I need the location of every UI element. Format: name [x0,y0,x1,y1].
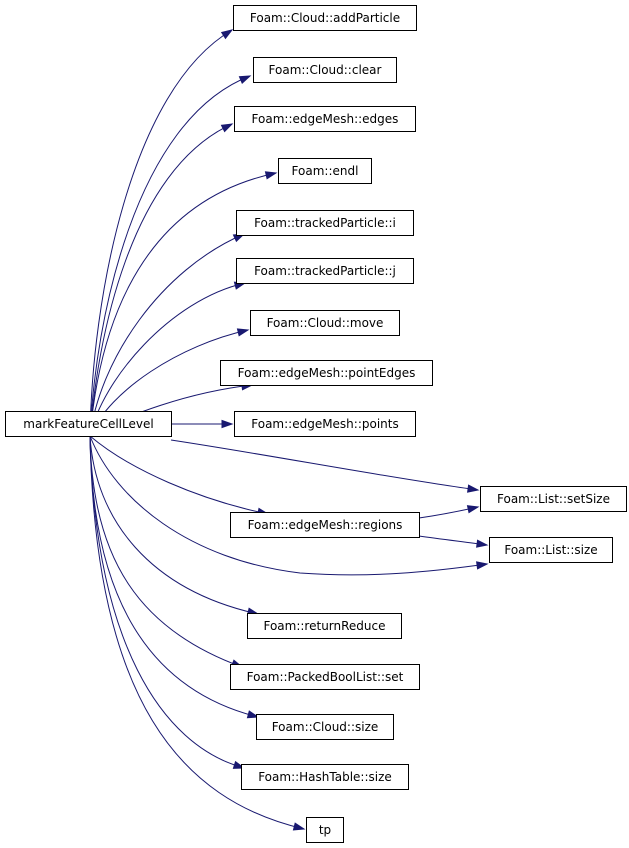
arrowhead [467,484,480,493]
node-cloudSize[interactable]: Foam::Cloud::size [256,714,394,740]
node-box [250,310,400,336]
arrowhead [476,561,489,570]
edge-root-to-cloudClear [89,75,252,437]
node-tp[interactable]: tp [306,817,344,843]
edge-line [89,435,243,668]
edge-regions-to-setSize [418,505,480,519]
node-label: Foam::Cloud::move [267,316,384,330]
node-box [247,613,402,639]
edge-root-to-endl [89,171,278,437]
node-points[interactable]: Foam::edgeMesh::points [234,411,416,437]
node-tpI[interactable]: Foam::trackedParticle::i [236,210,414,236]
node-box [253,57,397,83]
node-label: Foam::trackedParticle::i [254,216,396,230]
node-label: Foam::edgeMesh::pointEdges [238,366,416,380]
arrowhead [264,171,278,180]
arrowhead [220,29,234,40]
edge-root-to-htSize [89,435,246,769]
node-box [5,411,172,437]
arrowhead [236,328,250,337]
node-pointEdges[interactable]: Foam::edgeMesh::pointEdges [220,360,433,386]
arrowhead [220,123,234,133]
edge-root-to-tp [89,435,306,831]
node-label: Foam::Cloud::size [272,720,379,734]
arrowhead [292,822,306,831]
edge-regions-to-listSize [418,535,489,548]
arrowhead [238,75,252,84]
node-root[interactable]: markFeatureCellLevel [5,411,172,437]
node-box [230,512,420,538]
edge-line [89,435,269,515]
node-label: Foam::edgeMesh::points [251,417,398,431]
edge-root-to-points [171,419,234,429]
node-label: Foam::Cloud::clear [269,63,382,77]
edge-line [89,29,233,437]
node-tpJ[interactable]: Foam::trackedParticle::j [236,258,414,284]
edge-root-to-addParticle [89,29,234,437]
edge-root-to-listSize [89,435,489,576]
node-label: Foam::HashTable::size [258,770,392,784]
node-box [233,5,417,31]
node-box [256,714,394,740]
edge-line [89,435,245,769]
edge-line [89,435,305,830]
edge-root-to-regions [89,435,270,516]
edge-line [89,75,251,437]
node-setSize[interactable]: Foam::List::setSize [480,486,627,512]
edge-line [89,435,259,615]
node-label: tp [319,823,331,837]
arrowhead [476,539,489,548]
node-box [236,258,414,284]
node-cloudMove[interactable]: Foam::Cloud::move [250,310,400,336]
node-label: Foam::returnReduce [263,619,385,633]
edge-root-to-pblSet [89,435,244,668]
edge-line [89,435,488,576]
node-label: Foam::edgeMesh::edges [252,112,399,126]
node-endl[interactable]: Foam::endl [278,158,372,184]
edges-layer [89,29,489,831]
node-box [241,764,409,790]
node-box [278,158,372,184]
arrowhead [221,419,234,429]
node-box [230,664,420,690]
node-listSize[interactable]: Foam::List::size [489,537,613,563]
node-box [236,210,414,236]
node-pblSet[interactable]: Foam::PackedBoolList::set [230,664,420,690]
edge-line [89,123,233,437]
node-label: markFeatureCellLevel [23,417,153,431]
node-box [480,486,627,512]
node-label: Foam::trackedParticle::j [254,264,396,278]
node-box [489,537,613,563]
arrowhead [466,505,480,514]
node-label: Foam::List::setSize [497,492,610,506]
node-label: Foam::PackedBoolList::set [247,670,404,684]
node-returnReduce[interactable]: Foam::returnReduce [247,613,402,639]
edge-root-to-edges [89,123,234,437]
node-label: Foam::edgeMesh::regions [248,518,403,532]
node-box [234,411,416,437]
node-label: Foam::Cloud::addParticle [250,11,400,25]
edge-line [89,172,277,437]
node-edges[interactable]: Foam::edgeMesh::edges [234,106,416,132]
edge-root-to-setSize [170,439,480,493]
node-addParticle[interactable]: Foam::Cloud::addParticle [233,5,417,31]
node-cloudClear[interactable]: Foam::Cloud::clear [253,57,397,83]
edge-line [170,439,479,491]
node-box [234,106,416,132]
node-box [306,817,344,843]
arrowhead [246,710,260,719]
edge-line [89,233,245,437]
node-label: Foam::List::size [504,543,597,557]
node-regions[interactable]: Foam::edgeMesh::regions [230,512,420,538]
node-label: Foam::endl [292,164,359,178]
nodes-layer: markFeatureCellLevel Foam::Cloud::addPart… [5,5,627,843]
node-box [220,360,433,386]
node-htSize[interactable]: Foam::HashTable::size [241,764,409,790]
edge-root-to-tpI [89,233,246,437]
